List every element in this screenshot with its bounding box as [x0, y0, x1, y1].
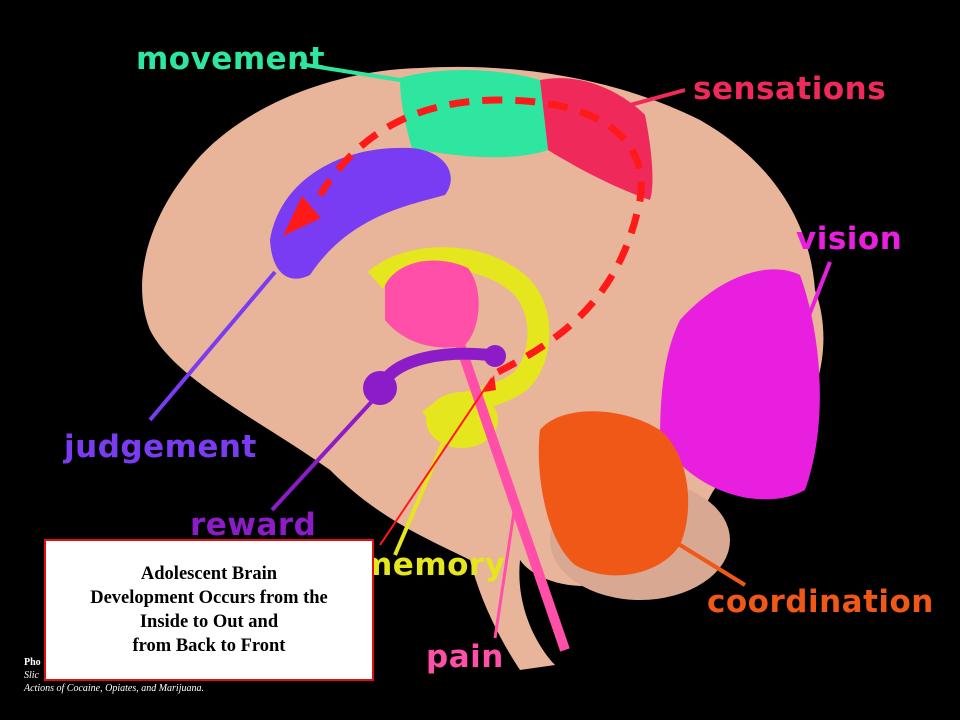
reward-pointer	[270, 396, 377, 512]
caption-line: Inside to Out and	[139, 612, 279, 632]
caption-line: Adolescent Brain	[140, 563, 278, 584]
caption-pointer	[379, 377, 493, 546]
judgement-label: judgement	[64, 429, 257, 465]
pain-stem	[450, 328, 570, 652]
development-arrow-head	[283, 196, 321, 236]
coordination-pointer	[670, 538, 747, 587]
coordination-label: coordination	[707, 584, 934, 620]
caption-line: Development Occurs from the	[90, 587, 328, 608]
movement-pointer	[299, 62, 401, 82]
credit-line: Actions of Cocaine, Opiates, and Marijua…	[24, 683, 204, 694]
caption-pointer-head	[484, 375, 496, 392]
coordination-region	[538, 411, 689, 576]
vision-pointer	[806, 261, 832, 319]
memory-label: memory	[360, 547, 506, 583]
credit-line: Pho	[24, 657, 41, 668]
vision-region	[660, 269, 820, 500]
judgement-pointer	[148, 270, 277, 422]
reward-node-right	[484, 345, 506, 367]
sensations-region	[540, 78, 653, 200]
reward-region	[380, 347, 491, 384]
development-arrow	[317, 96, 645, 376]
reward-node-left	[363, 371, 397, 405]
movement-label: movement	[136, 41, 326, 77]
judgement-region	[270, 147, 451, 279]
pain-region	[385, 260, 479, 348]
caption-box: Adolescent Brain Development Occurs from…	[44, 539, 374, 681]
reward-label: reward	[190, 507, 317, 543]
vision-label: vision	[796, 221, 903, 257]
image-credit: Pho Slic Actions of Cocaine, Opiates, an…	[24, 656, 204, 695]
pain-pointer	[493, 504, 517, 639]
credit-line: Slic	[24, 670, 39, 681]
pain-label: pain	[426, 639, 504, 675]
caption-line: from Back to Front	[132, 636, 286, 657]
movement-region	[400, 69, 548, 158]
memory-pointer	[393, 437, 447, 556]
sensations-label: sensations	[693, 71, 887, 107]
sensations-pointer	[629, 88, 686, 107]
